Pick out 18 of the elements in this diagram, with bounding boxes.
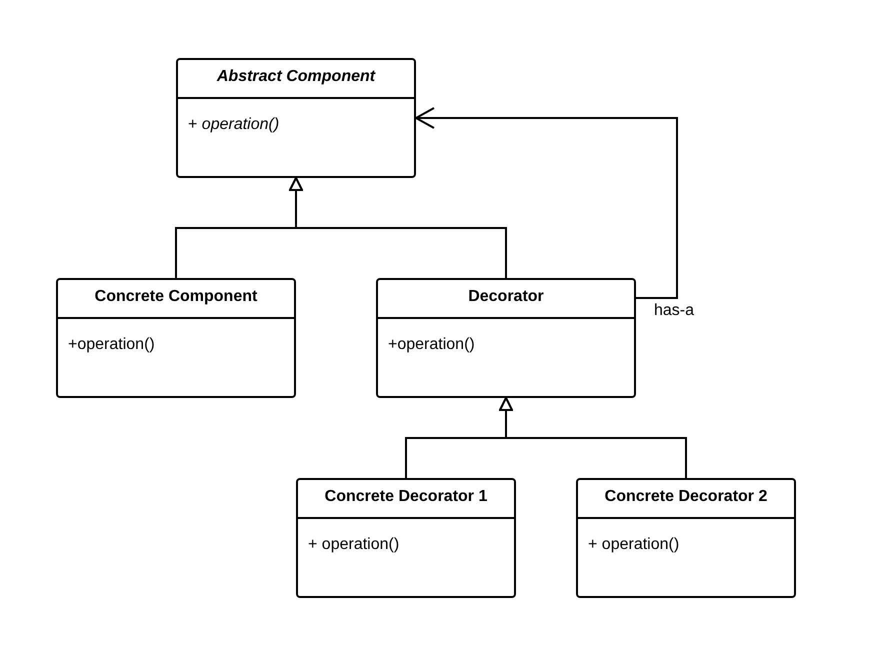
method-text: + operation(): [588, 536, 680, 554]
inheritance-arrow: [289, 177, 507, 278]
method-text: + operation(): [308, 536, 400, 554]
class-box: [376, 278, 636, 398]
method-text: +operation(): [388, 336, 475, 354]
class-box: [56, 278, 296, 398]
class-name: Concrete Component: [94, 288, 258, 306]
method-text: + operation(): [188, 116, 280, 134]
inheritance-arrow: [499, 397, 687, 478]
class-name: Concrete Decorator 2: [604, 488, 768, 506]
class-name: Abstract Component: [216, 68, 377, 86]
class-name: Concrete Decorator 1: [324, 488, 488, 506]
class-box: [296, 478, 516, 598]
method-text: +operation(): [68, 336, 155, 354]
class-box: [576, 478, 796, 598]
class-name: Decorator: [467, 288, 545, 306]
association-arrow: [415, 107, 678, 299]
class-box: [176, 58, 416, 178]
